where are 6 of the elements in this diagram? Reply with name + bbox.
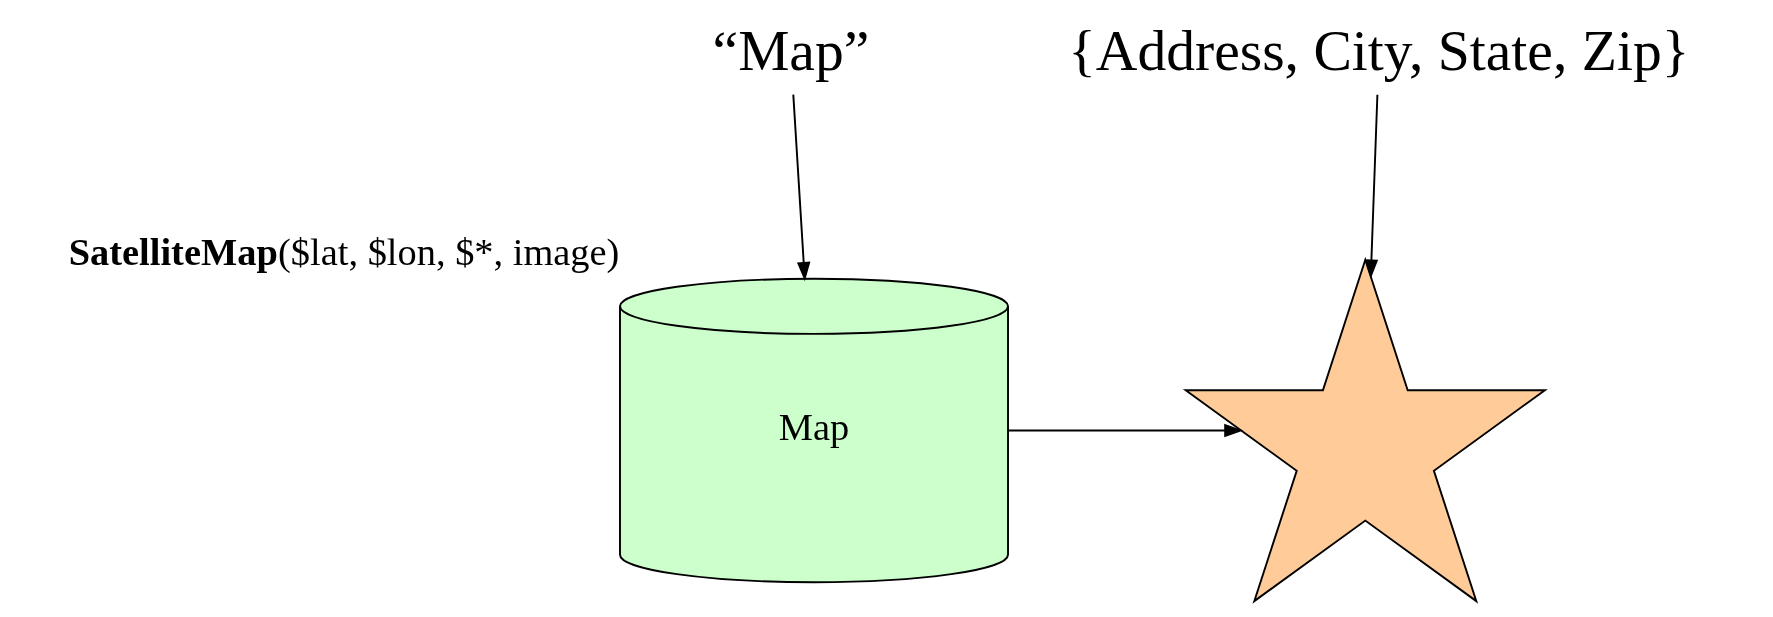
node-text: “Map” [712, 18, 869, 82]
arrow [1006, 423, 1243, 438]
arrow [1364, 93, 1378, 279]
arrow [791, 93, 810, 282]
node-text: {Address, City, State, Zip} [1067, 18, 1689, 82]
node-label: SatelliteMap($lat, $lon, $*, image) [68, 231, 619, 274]
